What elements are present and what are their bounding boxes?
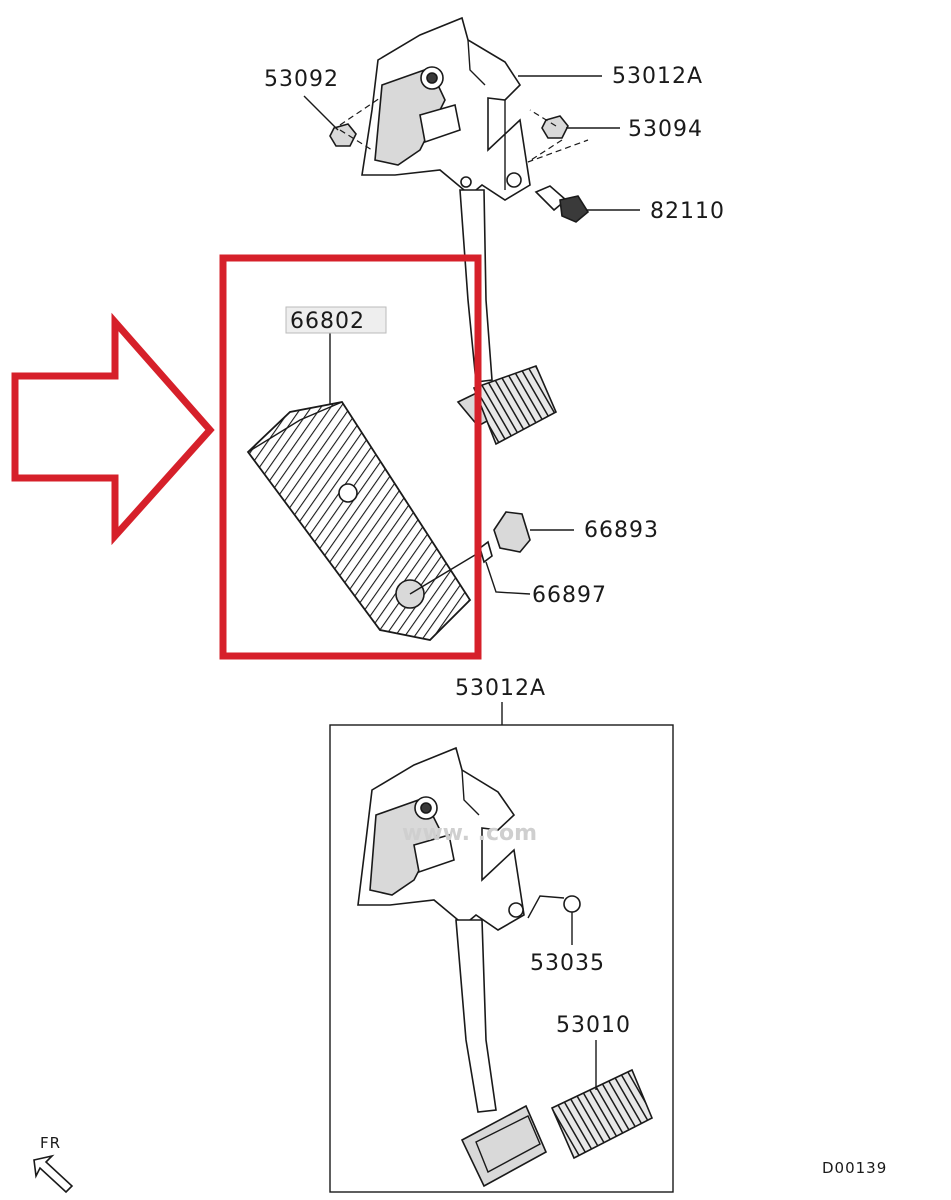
highlight-box: [219, 254, 482, 660]
label-82110: 82110: [650, 199, 725, 224]
pedal-stopper-66893: [493, 511, 531, 553]
label-53092: 53092: [264, 67, 339, 92]
pedal-clip-66897: [479, 540, 493, 564]
accelerator-pedal-pad-66802: [246, 401, 481, 641]
brake-pedal-pad-top: [456, 364, 558, 446]
label-53010: 53010: [556, 1013, 631, 1038]
label-66802: 66802: [290, 309, 365, 334]
pedal-pad-53010: [550, 1068, 654, 1160]
label-53035: 53035: [530, 951, 605, 976]
front-orientation-marker: FR: [33, 1134, 74, 1194]
nut-53092: [329, 123, 357, 147]
label-66893: 66893: [584, 518, 659, 543]
pedal-arm-inset: [455, 919, 497, 1113]
label-53012A-inset: 53012A: [455, 676, 546, 701]
orientation-label: FR: [40, 1134, 61, 1152]
stop-lamp-switch-82110: [534, 185, 590, 223]
label-66802-box: [285, 306, 387, 334]
nut-53094: [541, 115, 569, 139]
diagram-code: D00139: [822, 1159, 887, 1177]
label-53012A-top: 53012A: [612, 64, 703, 89]
highlight-arrow: [11, 312, 215, 546]
label-66897: 66897: [532, 583, 607, 608]
bushing-53035: [563, 895, 581, 913]
front-arrow-icon: [33, 1154, 74, 1194]
watermark: www. .com: [402, 821, 537, 846]
pedal-bracket-top: [361, 16, 531, 201]
pedal-bracket-inset: [357, 746, 525, 931]
label-53094: 53094: [628, 117, 703, 142]
clutch-pedal-pad-inset: [460, 1104, 548, 1188]
